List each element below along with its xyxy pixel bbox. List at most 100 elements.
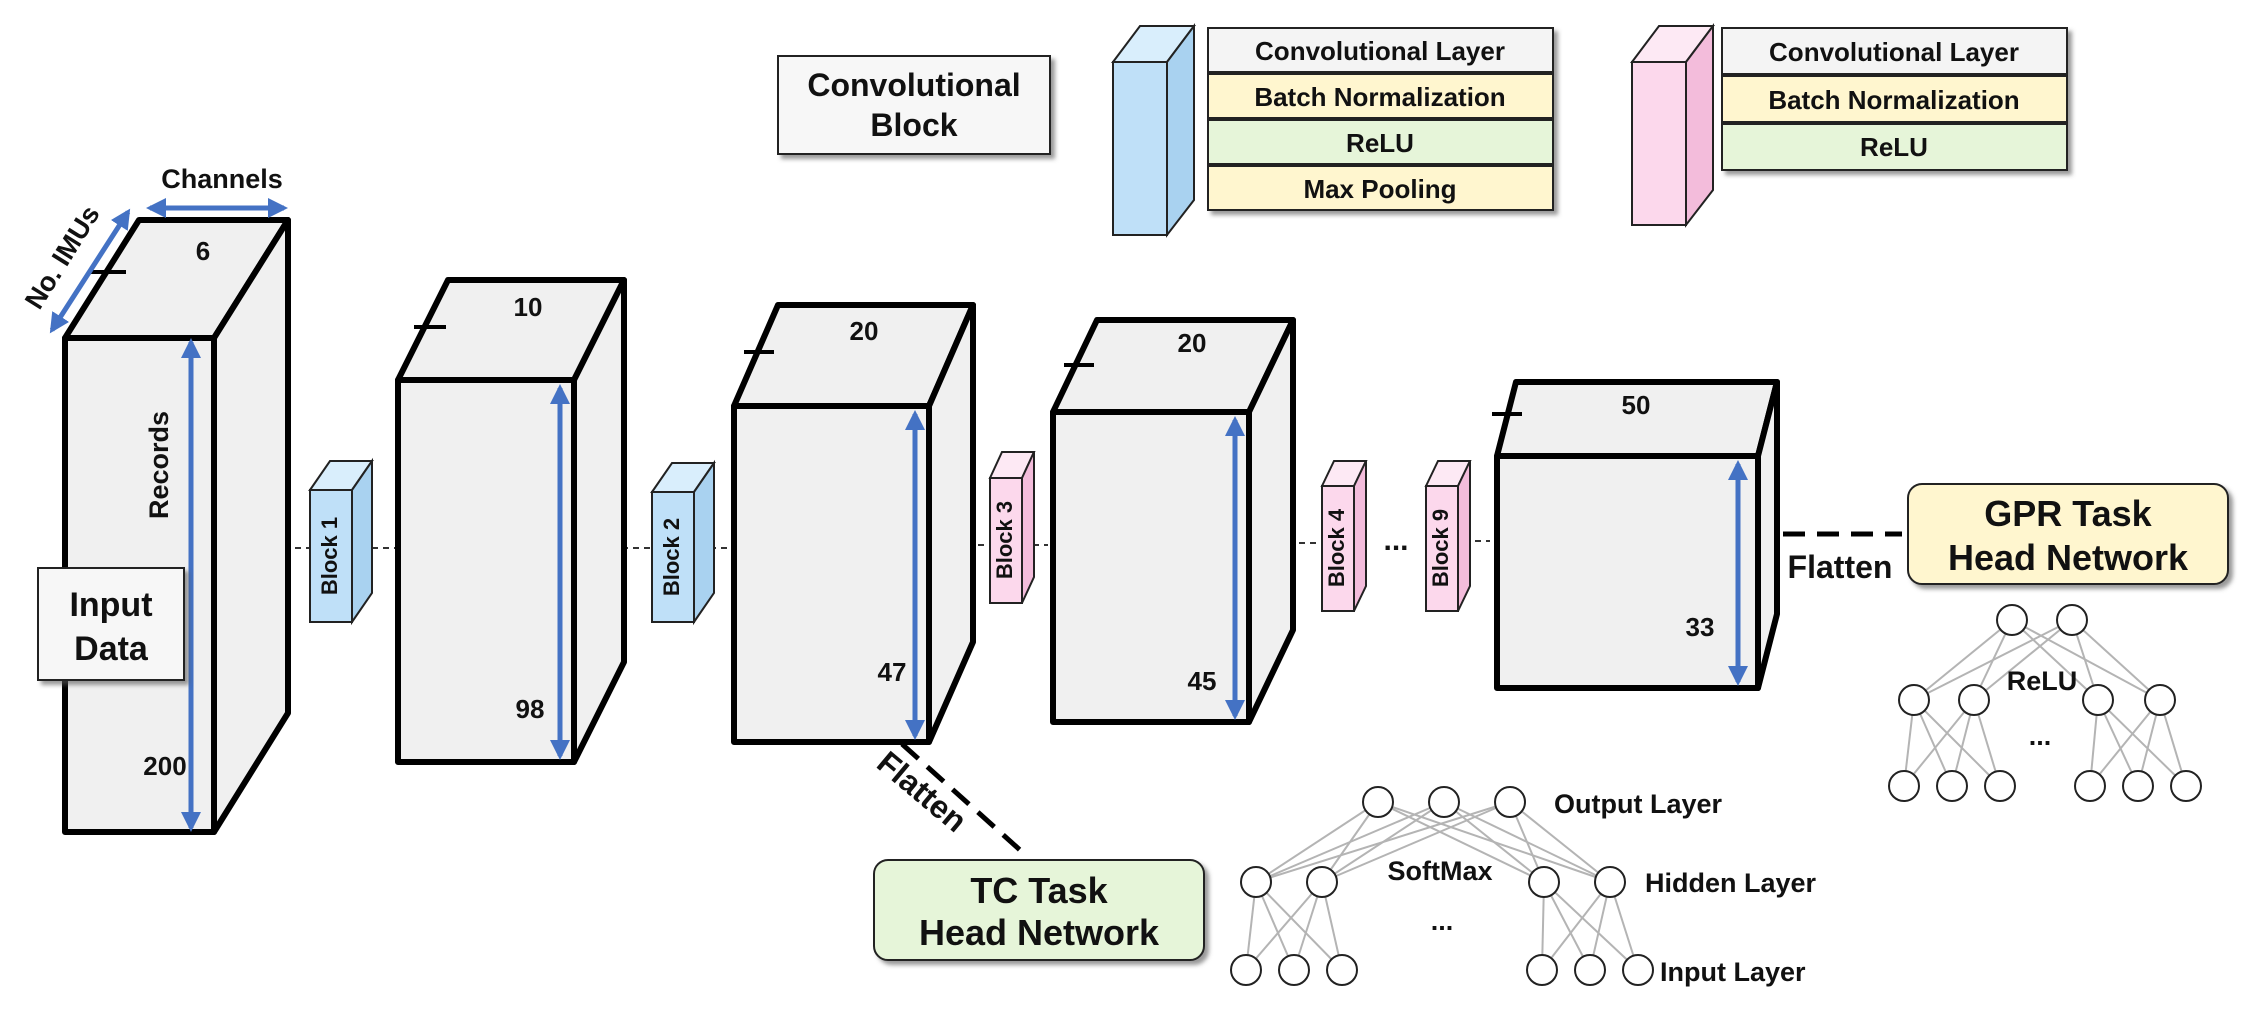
gpr-network-node [2056,604,2088,636]
tc-network-edge [1443,801,1545,883]
gpr-network-node [2082,684,2114,716]
gpr-head-network [1888,604,2202,802]
tc-network-edge [1543,881,1591,971]
hidden-layer-label: Hidden Layer [1645,868,1817,898]
legend-blue-layer-list [1207,27,1554,211]
flatten-to-tc: Flatten [870,742,1022,852]
tensor-2-channels-value: 10 [514,292,543,322]
legend: Convolutional Block Convolutional Layer … [777,23,2068,238]
gpr-network-edge [1913,619,2073,701]
gpr-head-line2: Head Network [1948,537,2189,578]
softmax-label: SoftMax [1387,856,1492,886]
tc-network-node [1574,954,1606,986]
gpr-head-box: GPR Task Head Network [1907,483,2229,585]
tensor-5: 50 33 [1492,379,1780,691]
tensor-2-records-value: 98 [516,694,545,724]
tc-network-edge [1543,881,1639,971]
block-4-label: Block 4 [1324,508,1349,587]
relu-label: ReLU [2007,666,2078,696]
input-data-line1: Input [69,586,152,624]
legend-title-line2: Block [870,107,957,143]
tensor-4-channels-value: 20 [1178,328,1207,358]
block-9: Block 9 [1424,460,1472,612]
tc-network-node [1326,954,1358,986]
records-label: Records [144,411,174,519]
legend-title-line1: Convolutional [807,67,1020,103]
tc-network-edge [1509,801,1611,883]
input-data-box: Input Data [37,567,185,681]
legend-blue-block [1111,23,1196,238]
tc-head-network [1230,786,1654,986]
legend-blue-layer-relu: ReLU [1346,128,1414,158]
output-layer-label: Output Layer [1554,789,1723,819]
tc-network-edge [1255,801,1379,883]
legend-blue-layer-maxpool: Max Pooling [1303,174,1456,204]
tensor-input-channels-value: 6 [196,236,210,266]
tc-network-node [1240,866,1272,898]
gpr-head-line1: GPR Task [1984,493,2152,534]
gpr-network-node [1984,770,2016,802]
tc-network-node [1528,866,1560,898]
tc-network-node [1494,786,1526,818]
channels-label: Channels [161,164,283,194]
tc-network-edge [1245,881,1323,971]
gpr-network-edge [2071,619,2161,701]
gpr-network-node [2074,770,2106,802]
tc-network-edge [1255,801,1445,883]
tensor-input: 6 200 Channels No. IMUs Records [19,164,291,835]
block-2: Block 2 [650,459,716,626]
input-layer-label: Input Layer [1660,957,1806,987]
flatten-to-gpr: Flatten [1783,531,1902,585]
tc-network-node [1526,954,1558,986]
tc-network-edge [1541,881,1611,971]
legend-pink-layer-relu: ReLU [1860,132,1928,162]
input-data-line2: Data [74,630,149,668]
tensor-5-records-value: 33 [1686,612,1715,642]
gpr-network-edge [1973,619,2073,701]
tc-network-edge [1255,801,1511,883]
legend-pink-layer-conv: Convolutional Layer [1769,37,2019,67]
legend-blue-layer-bn: Batch Normalization [1254,82,1505,112]
tensor-3-channels-value: 20 [850,316,879,346]
tensor-3-records-value: 47 [878,657,907,687]
gpr-network-edge [1913,619,2013,701]
tc-head-box: TC Task Head Network [873,859,1205,961]
legend-pink-block [1630,23,1715,228]
tc-network-dots: ... [1431,906,1454,936]
gpr-network-node [1958,684,1990,716]
tensor-4: 20 45 [1050,317,1296,725]
gpr-network-edge [2089,699,2161,787]
legend-pink-layer-list [1721,27,2068,171]
gpr-network-node [1888,770,1920,802]
gpr-network-dots: ... [2029,721,2052,751]
tc-network-node [1428,786,1460,818]
tc-network-node [1622,954,1654,986]
gpr-network-node [2144,684,2176,716]
gpr-network-node [1936,770,1968,802]
block-9-label: Block 9 [1428,509,1453,587]
gpr-network-node [1898,684,1930,716]
tensor-5-channels-value: 50 [1622,390,1651,420]
tc-network-node [1230,954,1262,986]
block-4: Block 4 [1320,460,1368,612]
legend-pink-layer-bn: Batch Normalization [1768,85,2019,115]
gpr-network-node [2122,770,2154,802]
tc-network-node [1362,786,1394,818]
tc-network-edge [1377,801,1545,883]
tc-network-node [1278,954,1310,986]
tc-head-line2: Head Network [919,912,1160,953]
tc-network-edge [1321,801,1511,883]
legend-title-box: Convolutional Block [777,55,1051,155]
gpr-network-edge [1903,699,1975,787]
block-2-label: Block 2 [659,518,684,596]
gpr-network-edge [2097,699,2187,787]
gpr-network-edge [2011,619,2099,701]
flatten-label-gpr: Flatten [1788,549,1893,585]
legend-blue-layer-conv: Convolutional Layer [1255,36,1505,66]
blocks-ellipsis: ... [1383,524,1408,557]
tc-head-line1: TC Task [970,870,1108,911]
gpr-network-node [2170,770,2202,802]
tc-network-edge [1255,881,1343,971]
gpr-network-node [1996,604,2028,636]
tensor-2: 10 98 [395,277,627,765]
